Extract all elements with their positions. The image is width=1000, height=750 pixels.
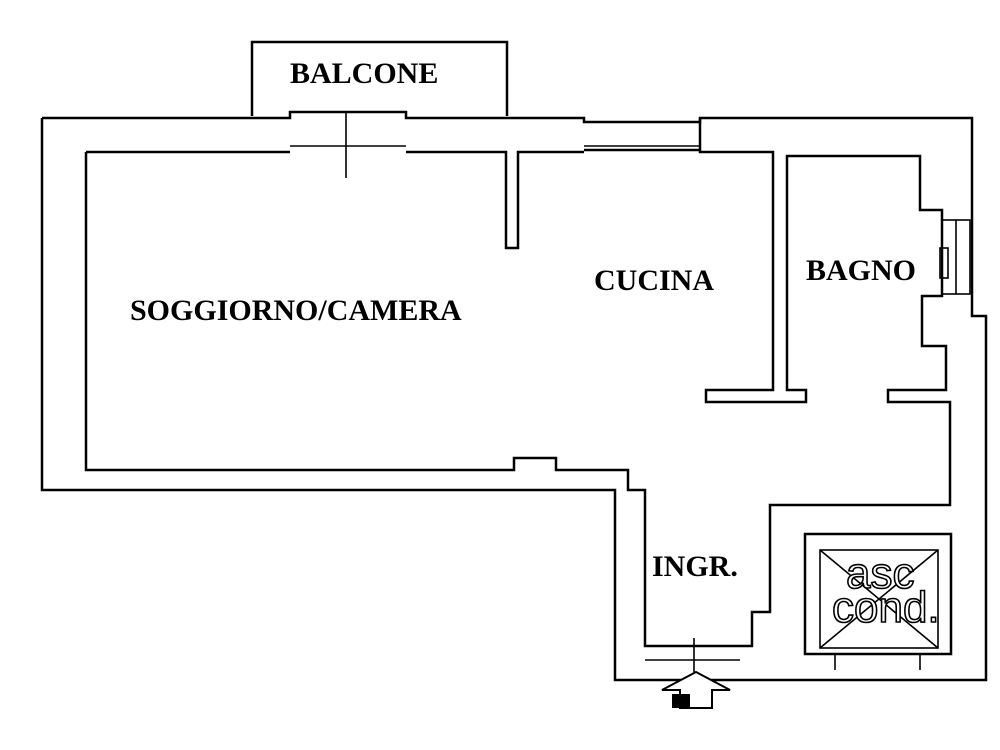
balcone-label: BALCONE — [290, 57, 438, 90]
entrance-arrow-icon — [661, 670, 731, 709]
soggiorno-label: SOGGIORNO/CAMERA — [130, 294, 462, 327]
ingresso-label: INGR. — [652, 550, 738, 583]
inner-wall — [84, 118, 952, 648]
bathroom-window — [939, 219, 971, 295]
elevator-label-line1: asc — [846, 549, 914, 598]
elevator-shaft — [803, 532, 953, 670]
balcony-door — [290, 112, 406, 178]
cucina-label: CUCINA — [594, 264, 714, 297]
elevator-label-line2: cond. — [832, 583, 940, 632]
balcony — [250, 40, 509, 116]
bagno-label: BAGNO — [806, 254, 916, 287]
